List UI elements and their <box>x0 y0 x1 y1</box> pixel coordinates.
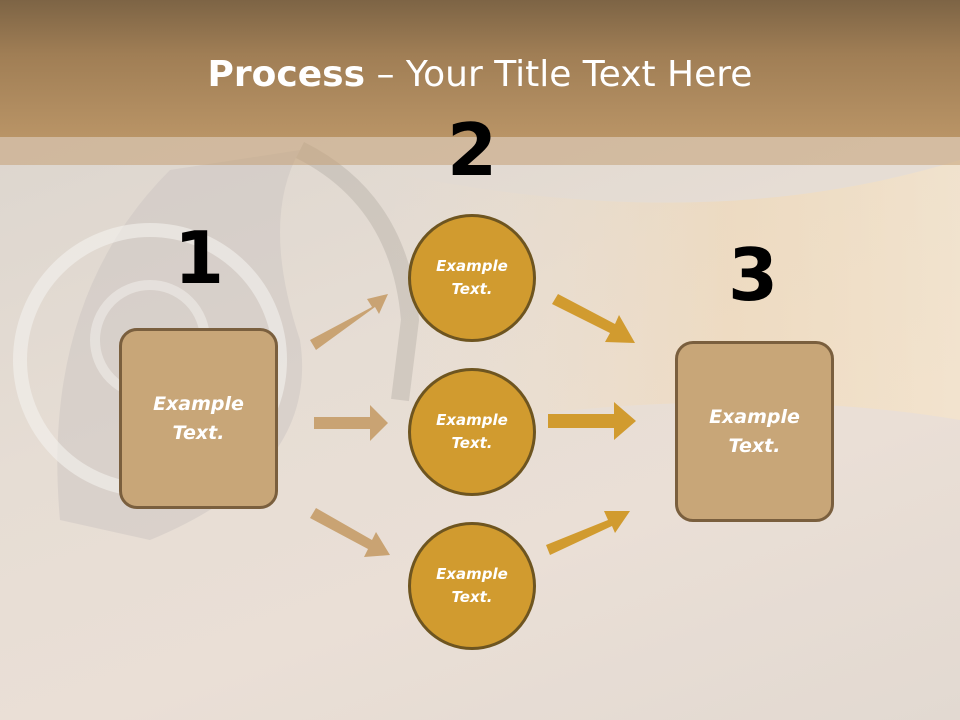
step-2-circle-top: Example Text. <box>408 214 536 342</box>
step-1-number: 1 <box>173 216 225 300</box>
arrow-1-to-bottom <box>310 508 390 557</box>
header-sub-band <box>0 137 960 165</box>
step-2-circle-middle: Example Text. <box>408 368 536 496</box>
title-rest: – Your Title Text Here <box>365 54 753 95</box>
step-3-number: 3 <box>727 233 779 317</box>
step-2-circle-top-label: Example Text. <box>436 257 508 298</box>
arrow-1-to-middle <box>314 405 388 441</box>
step-2-number: 2 <box>446 108 498 192</box>
title-bold: Process <box>207 54 366 95</box>
step-2-circle-bottom-label: Example Text. <box>436 565 508 606</box>
slide-title: Process – Your Title Text Here <box>0 52 960 98</box>
step-3-label: Example Text. <box>709 405 800 457</box>
step-1-label: Example Text. <box>153 392 244 444</box>
step-3-box: Example Text. <box>675 341 834 522</box>
arrow-middle-to-3 <box>548 402 636 440</box>
arrow-1-to-top <box>310 294 388 350</box>
arrow-top-to-3 <box>552 294 635 343</box>
step-2-circle-middle-label: Example Text. <box>436 411 508 452</box>
step-2-circle-bottom: Example Text. <box>408 522 536 650</box>
header-band <box>0 0 960 137</box>
arrow-bottom-to-3 <box>546 511 630 555</box>
step-1-box: Example Text. <box>119 328 278 509</box>
